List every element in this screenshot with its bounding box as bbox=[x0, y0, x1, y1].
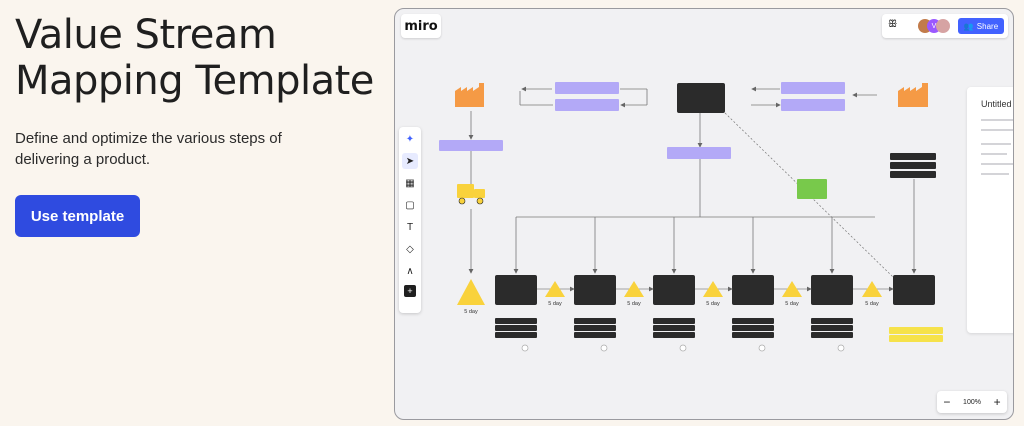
panel-line bbox=[981, 143, 1011, 145]
zoom-controls: − 100% + bbox=[937, 391, 1007, 413]
process-drops bbox=[513, 179, 917, 274]
page-subtitle: Define and optimize the various steps of… bbox=[15, 130, 282, 168]
svg-text:5 day: 5 day bbox=[464, 309, 478, 315]
sparkle-icon[interactable]: ✦ bbox=[405, 133, 415, 145]
miro-board-preview[interactable]: 5 day 5 day 5 day 5 day 5 day 5 day miro… bbox=[394, 8, 1014, 420]
panel-line bbox=[981, 163, 1013, 165]
panel-title: Untitled c bbox=[981, 99, 1013, 109]
add-icon[interactable]: + bbox=[404, 285, 416, 297]
share-label: Share bbox=[976, 21, 999, 31]
customer-factory-right bbox=[898, 83, 928, 107]
cursor-icon[interactable]: ➤ bbox=[402, 153, 418, 169]
inventory-triangles bbox=[457, 279, 882, 305]
side-panel: Untitled c bbox=[967, 87, 1013, 333]
reactions-icon[interactable]: ꕥ bbox=[888, 19, 898, 30]
svg-text:5 day: 5 day bbox=[706, 301, 720, 307]
zoom-in-button[interactable]: + bbox=[993, 395, 1001, 409]
page-title: Value Stream Mapping Template bbox=[15, 12, 374, 104]
truck-icon bbox=[457, 184, 485, 205]
sticky-note-icon[interactable]: ▢ bbox=[405, 199, 415, 211]
svg-text:5 day: 5 day bbox=[548, 301, 562, 307]
use-template-button[interactable]: Use template bbox=[15, 195, 140, 237]
pen-icon[interactable]: ∧ bbox=[406, 265, 414, 277]
template-icon[interactable]: ▦ bbox=[405, 177, 415, 189]
day-labels: 5 day 5 day 5 day 5 day 5 day 5 day bbox=[464, 301, 879, 315]
process-boxes bbox=[495, 275, 935, 305]
svg-text:5 day: 5 day bbox=[627, 301, 641, 307]
people-icon: 👥 bbox=[963, 21, 974, 31]
panel-line bbox=[981, 129, 1013, 131]
shapes-icon[interactable]: ◇ bbox=[406, 243, 414, 255]
value-stream-map-diagram: 5 day 5 day 5 day 5 day 5 day 5 day bbox=[439, 82, 943, 352]
avatar[interactable] bbox=[936, 19, 950, 33]
zoom-out-button[interactable]: − bbox=[943, 395, 951, 409]
zoom-level: 100% bbox=[963, 398, 981, 406]
collaboration-bar: ꕥ V 👥 Share bbox=[882, 14, 1008, 38]
yellow-sticky-notes bbox=[889, 327, 943, 342]
operator-icons bbox=[521, 344, 845, 352]
panel-line bbox=[981, 173, 1009, 175]
green-sticky-note bbox=[797, 179, 827, 199]
svg-text:5 day: 5 day bbox=[865, 301, 879, 307]
svg-text:5 day: 5 day bbox=[785, 301, 799, 307]
panel-line bbox=[981, 119, 1013, 121]
right-process-stack bbox=[890, 153, 936, 178]
data-boxes bbox=[495, 318, 853, 338]
share-button[interactable]: 👥 Share bbox=[958, 18, 1004, 34]
miro-logo[interactable]: miro bbox=[401, 14, 441, 38]
supplier-factory-left bbox=[455, 83, 484, 107]
board-toolbar: ✦ ➤ ▦ ▢ T ◇ ∧ + bbox=[399, 127, 421, 313]
production-control-box bbox=[677, 83, 725, 113]
panel-line bbox=[981, 153, 1007, 155]
text-icon[interactable]: T bbox=[406, 221, 414, 233]
information-flow-boxes bbox=[439, 82, 845, 159]
